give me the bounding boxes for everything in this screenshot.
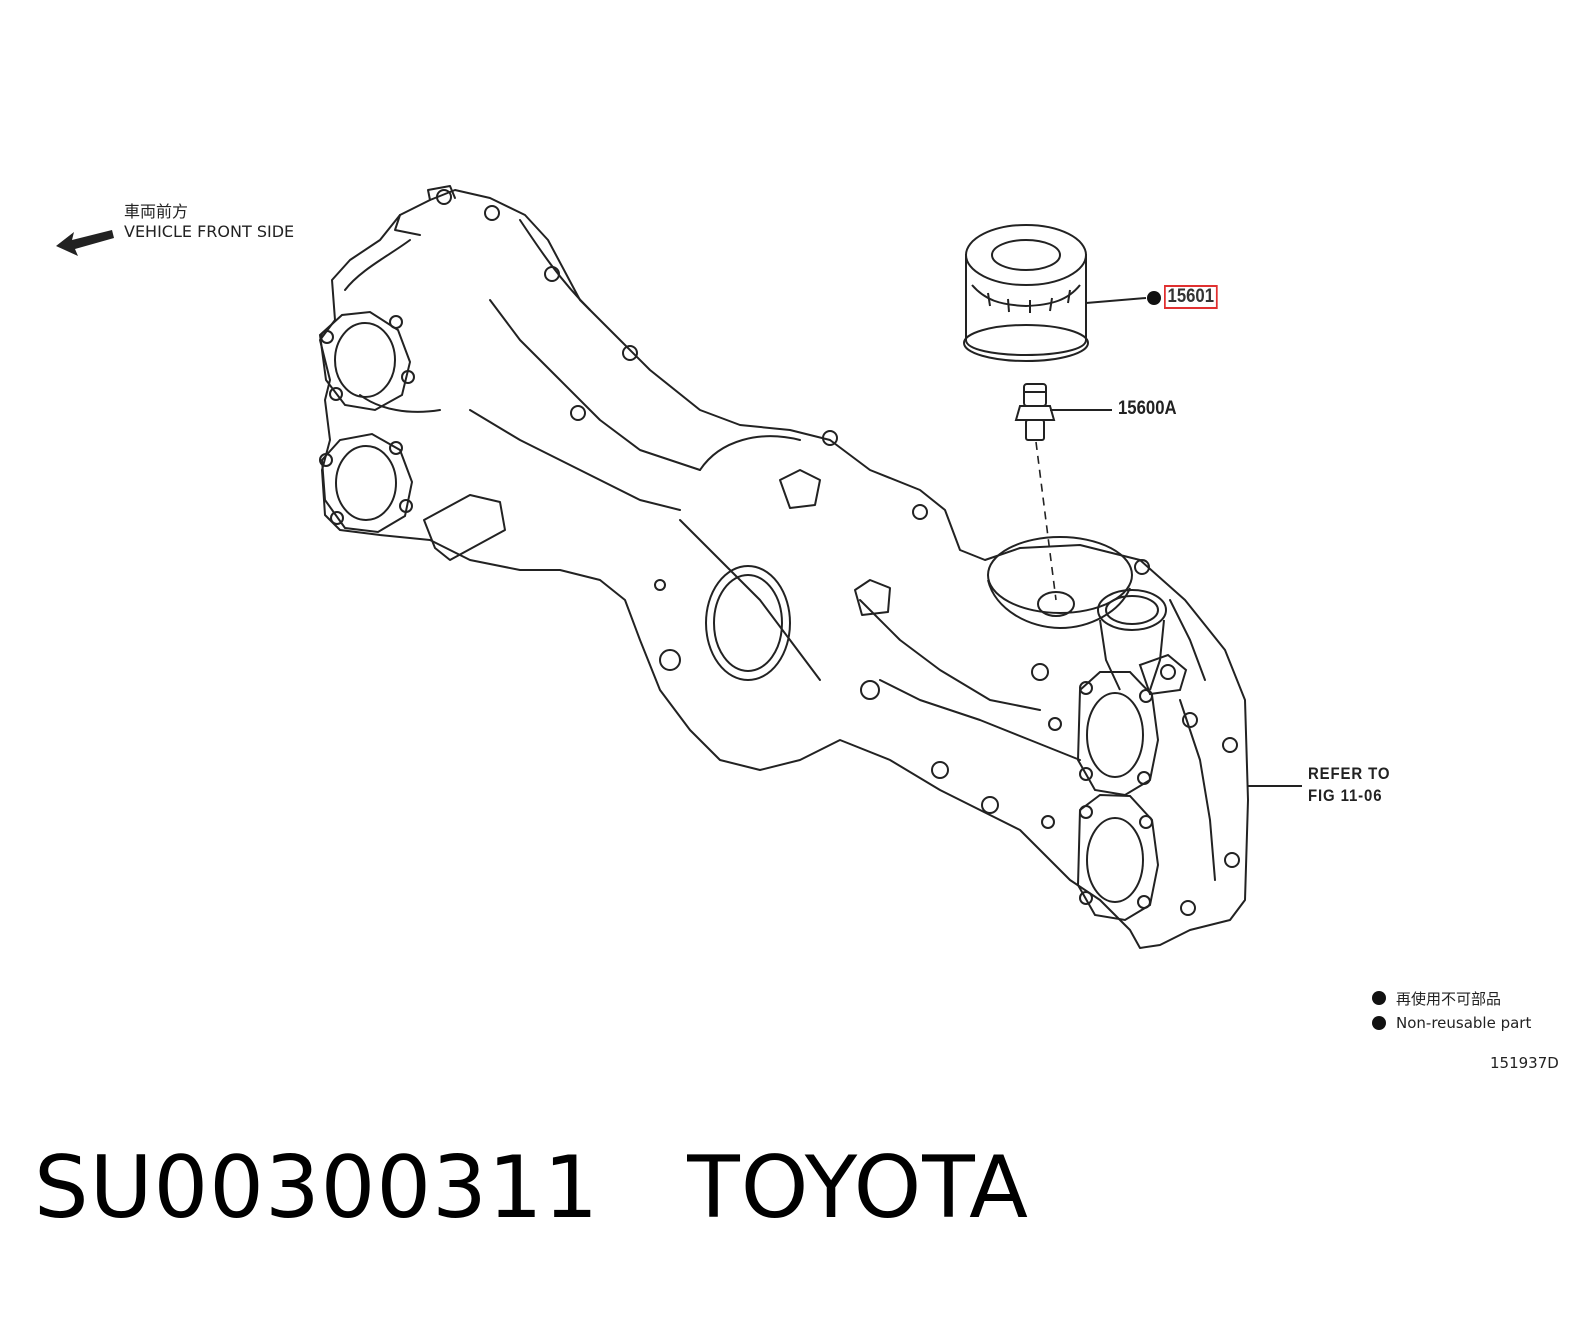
- arrow-left-icon: [56, 230, 114, 256]
- figure-code: 151937D: [1490, 1054, 1559, 1072]
- refer-label-line2[interactable]: FIG 11-06: [1308, 786, 1383, 805]
- non-reusable-marker: [1147, 291, 1161, 305]
- filled-circle-icon: [1372, 991, 1386, 1005]
- legend-label-jp: 再使用不可部品: [1396, 990, 1502, 1008]
- right-upper-boss: [1076, 671, 1160, 797]
- caption-brand: TOYOTA: [687, 1138, 1029, 1238]
- filter-mount-bracket: [987, 536, 1188, 696]
- front-side-label-jp: 車両前方: [124, 202, 189, 221]
- left-lower-boss: [319, 432, 414, 534]
- left-upper-boss: [318, 310, 415, 412]
- front-side-label-en: VEHICLE FRONT SIDE: [124, 222, 295, 241]
- assembly-centerline: [1035, 441, 1057, 601]
- bolt-holes: [436, 189, 1240, 916]
- caption: SU00300311 TOYOTA: [34, 1138, 1029, 1238]
- crank-seal-boss: [705, 565, 791, 681]
- right-lower-boss: [1076, 793, 1160, 922]
- leader-15601: [1085, 297, 1147, 304]
- part-number-15600a[interactable]: 15600A: [1118, 398, 1177, 419]
- union-bolt-drawing: [1014, 383, 1056, 441]
- caption-part-code: SU00300311: [34, 1138, 600, 1238]
- oil-filter-drawing: [963, 224, 1089, 362]
- refer-label-line1: REFER TO: [1308, 764, 1391, 783]
- part-number-15601[interactable]: 15601: [1164, 285, 1218, 309]
- filled-circle-icon: [1372, 1016, 1386, 1030]
- legend-label-en: Non-reusable part: [1396, 1014, 1532, 1032]
